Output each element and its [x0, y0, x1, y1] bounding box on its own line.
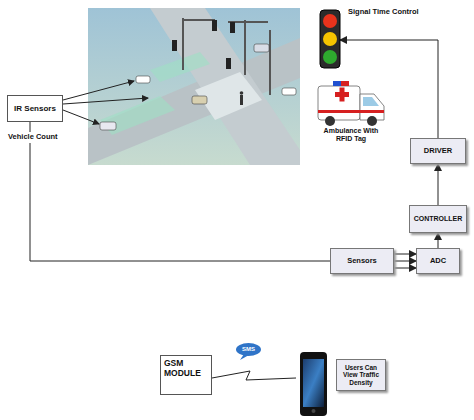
signal-pole: [244, 20, 246, 75]
amber-lamp: [323, 32, 337, 46]
pointer-arrow: [63, 81, 134, 100]
wheel: [325, 116, 335, 126]
sensor-box: IR SensorsVehicle Count: [7, 95, 63, 122]
phone-body: [300, 352, 327, 416]
connector: [438, 164, 439, 205]
wheel: [367, 116, 377, 126]
traffic-light-symbol: [318, 10, 342, 70]
signal-arm: [183, 19, 215, 21]
node-text: Signal Time Control: [348, 8, 419, 17]
light-housing: [320, 10, 340, 68]
intersection-illustration: [88, 8, 300, 165]
signal-head: [172, 40, 177, 51]
gsm-link: [212, 371, 296, 380]
node-text: SMS: [242, 346, 255, 353]
ambulance-illustration: [318, 81, 384, 126]
phone-button: [312, 409, 316, 413]
process-box: ADC: [416, 248, 460, 274]
sensor-zone: [100, 96, 175, 135]
pedestrian: [240, 95, 243, 105]
sensor-pointers: [63, 81, 148, 124]
node-text: GSM MODULE: [164, 359, 208, 379]
node-caption: Vehicle Count: [8, 132, 58, 143]
phone-illustration: [300, 352, 327, 416]
ambulance-window: [363, 97, 379, 106]
node-text: IR Sensors: [14, 104, 56, 113]
signal-pole: [182, 18, 184, 70]
siren: [341, 81, 349, 86]
connector-line: [394, 268, 416, 269]
pointer-arrow: [63, 110, 99, 124]
red-lamp: [323, 14, 337, 28]
wireless-zigzag: [212, 371, 296, 380]
traffic-light: Signal Time Control: [318, 10, 342, 70]
phone-screen: [303, 359, 324, 407]
scene-background: [88, 8, 300, 165]
signal-head: [226, 58, 231, 69]
node-text: CONTROLLER: [414, 215, 463, 223]
signal-pole: [269, 30, 271, 95]
car: [192, 96, 207, 104]
caption-text: Ambulance With RFID Tag: [318, 127, 384, 144]
connector-line: [438, 164, 439, 205]
ambulance-stripe: [318, 110, 384, 113]
module-box: GSM MODULE: [160, 355, 212, 395]
pointer-arrow: [63, 98, 148, 104]
pedestrian-head: [240, 91, 244, 95]
info-box: Users Can View Traffic Density: [336, 359, 386, 391]
node-text: Sensors: [347, 257, 377, 266]
car: [136, 76, 150, 83]
speech-bubble: SMS: [236, 343, 261, 356]
connector-line: [438, 233, 439, 248]
green-lamp: [323, 50, 337, 64]
connector-line: [394, 261, 416, 262]
node-text: ADC: [430, 257, 446, 266]
signal-head: [212, 20, 217, 31]
connector: [394, 254, 416, 268]
node-text: Users Can View Traffic Density: [337, 364, 385, 386]
process-box: CONTROLLER: [409, 205, 467, 233]
ambulance-body: [318, 86, 360, 120]
connector: [438, 233, 439, 248]
red-cross: [340, 88, 345, 102]
connector-line: [394, 254, 416, 255]
car: [254, 44, 269, 52]
siren: [333, 81, 341, 86]
node-text: DRIVER: [424, 147, 452, 156]
car: [100, 122, 116, 130]
sensor-zone: [150, 52, 210, 82]
process-box: Sensors: [330, 248, 394, 274]
signal-head: [230, 22, 235, 33]
road: [150, 8, 300, 165]
car: [282, 88, 296, 95]
bubble-body: [236, 343, 261, 356]
process-box: DRIVER: [410, 138, 466, 164]
